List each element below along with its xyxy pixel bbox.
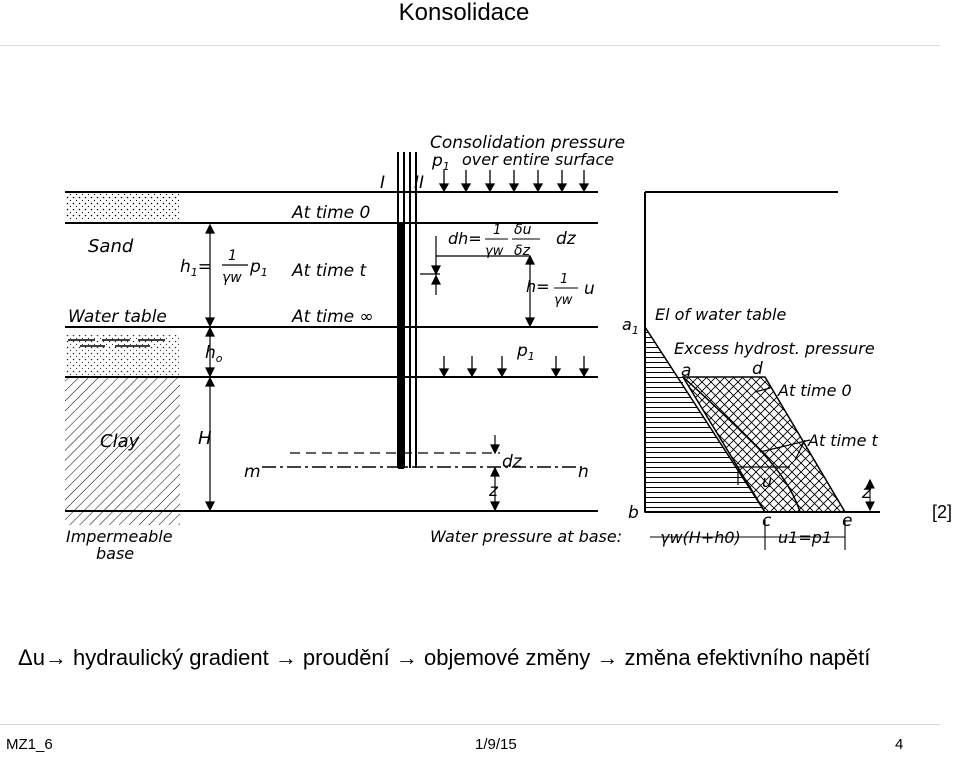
footer-divider	[0, 724, 940, 725]
z-label-right: z	[861, 483, 872, 503]
title-divider	[0, 45, 940, 46]
e-label: e	[842, 511, 852, 531]
h0-label: ho	[205, 343, 223, 365]
footer-page-number: 4	[895, 736, 904, 753]
h1-p1: p1	[249, 257, 268, 279]
dh-du: δu	[514, 222, 532, 238]
n-label: n	[578, 462, 589, 482]
base-label: base	[96, 544, 134, 560]
gw-H-h0-label: γw(H+h0)	[660, 528, 741, 547]
u1-p1-label: u1=p1	[778, 528, 832, 547]
p1-label-top: p1	[431, 151, 450, 173]
dz-label: dz	[502, 452, 523, 472]
water-table-label: Water table	[68, 307, 167, 327]
at-time-0-right-label: At time 0	[777, 381, 852, 400]
z-label-left: z	[488, 481, 499, 501]
H-label: H	[198, 428, 212, 449]
m-label: m	[244, 462, 261, 482]
at-time-t-label: At time t	[291, 261, 368, 281]
soil-profile: Consolidation pressure p1 over entire su…	[65, 133, 625, 560]
el-water-table-label: El of water table	[655, 305, 787, 324]
c-label: c	[762, 511, 772, 531]
at-time-0-label: At time 0	[291, 203, 370, 223]
base-hatch	[65, 512, 180, 525]
sand-lower-texture	[65, 335, 180, 375]
clay-pressure-arrows	[438, 356, 590, 378]
b-label: b	[628, 503, 639, 523]
sand-texture	[65, 193, 180, 221]
excess-pressure-label: Excess hydrost. pressure	[674, 339, 875, 358]
sand-label: Sand	[88, 236, 134, 257]
piezometer-II-label: II	[414, 173, 424, 193]
clay-hatch	[65, 377, 180, 510]
at-time-inf-label: At time ∞	[291, 307, 374, 327]
consolidation-pressure-label: Consolidation pressure	[430, 133, 625, 153]
consolidation-caption: Δu→ hydraulický gradient → proudění → ob…	[18, 645, 871, 670]
slide-title: Konsolidace	[398, 0, 530, 26]
dh-dz-part: δz	[514, 243, 531, 259]
water-pressure-base-label: Water pressure at base:	[430, 527, 622, 546]
footer-course-code: MZ1_6	[6, 736, 53, 753]
time-t-curve	[682, 376, 801, 513]
h1-label: h1=	[180, 257, 212, 279]
piezometer-tubes	[397, 152, 417, 469]
dh-gamma: γw	[485, 244, 504, 259]
impermeable-label: Impermeable	[66, 527, 173, 546]
dh-label: dh=	[448, 229, 482, 248]
d-label: d	[752, 359, 763, 379]
pressure-diagram: u a1 El of water table Excess hydrost. p…	[622, 191, 880, 550]
surface-pressure-arrows	[438, 170, 590, 193]
water-table-dashes	[68, 339, 165, 347]
u-label-right: u	[762, 472, 772, 491]
h1-numerator: 1	[228, 248, 237, 264]
a-label: a	[681, 361, 691, 381]
reference-marker: [2]	[932, 502, 953, 522]
entire-surface-label: over entire surface	[462, 150, 614, 169]
h-eq-label: h=	[526, 277, 550, 296]
dh-one: 1	[493, 223, 501, 238]
h-u: u	[584, 279, 595, 299]
clay-label: Clay	[100, 431, 140, 452]
footer-date: 1/9/15	[475, 736, 517, 753]
h-gamma: γw	[554, 293, 573, 308]
a1-label: a1	[622, 315, 639, 337]
dh-dz: dz	[556, 229, 577, 249]
p1-label-clay: p1	[516, 341, 535, 363]
h-one: 1	[560, 272, 568, 287]
h1-denominator: γw	[222, 270, 242, 286]
consolidation-diagram: Consolidation pressure p1 over entire su…	[65, 133, 880, 560]
at-time-t-right-label: At time t	[807, 431, 879, 450]
piezometer-I-label: I	[380, 173, 385, 193]
